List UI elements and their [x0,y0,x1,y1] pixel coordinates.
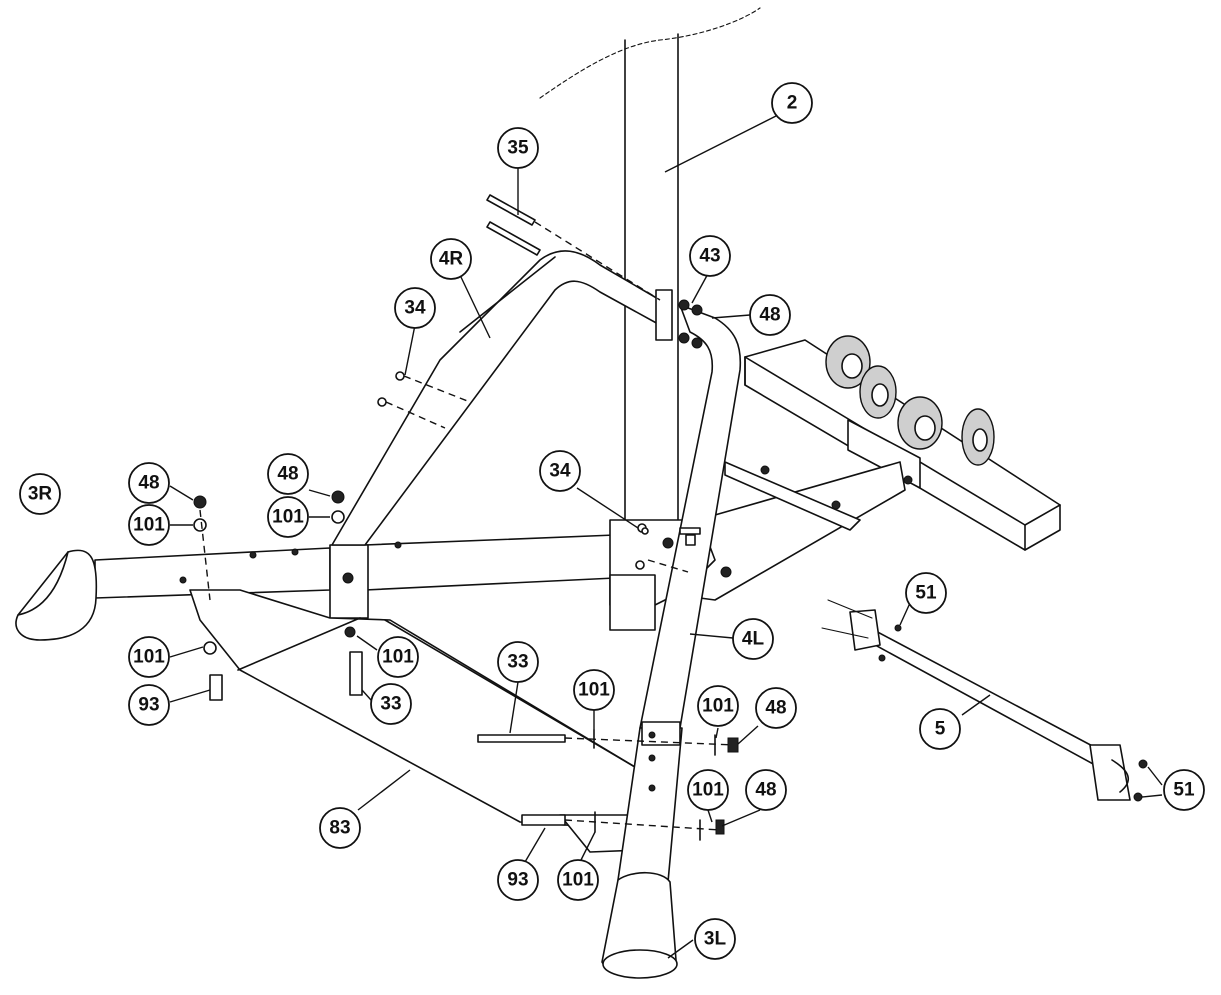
callout-101-front-c: 101 [687,769,729,811]
foot-cap-left [601,871,678,979]
callout-label: 48 [138,473,159,494]
frame-4l [617,304,742,883]
callout-label: 48 [755,780,776,801]
callout-label: 48 [765,698,786,719]
callout-label: 3R [28,484,53,505]
bolt-33-front [477,729,739,756]
callout-93-left: 93 [128,684,170,726]
callout-83: 83 [319,807,361,849]
bolt-35-lower [486,221,541,256]
callout-label: 51 [1173,780,1195,801]
callout-label: 33 [507,652,528,673]
bolt-34-center [641,527,689,573]
callout-label: 34 [404,298,426,319]
callout-101-front-b: 101 [697,685,739,727]
callout-34-center: 34 [539,450,581,492]
callout-4r: 4R [430,238,472,280]
callout-48-front-b: 48 [745,769,787,811]
callout-48-mid: 48 [267,453,309,495]
callout-label: 93 [138,695,159,716]
callout-label: 3L [704,929,727,950]
handle-bar-5 [821,599,1148,802]
callout-51-bottom: 51 [1163,769,1205,811]
post-bracket [655,289,703,349]
callout-48-left: 48 [128,462,170,504]
callout-label: 101 [562,870,594,891]
callout-101-left: 101 [128,504,170,546]
callout-label: 33 [380,694,401,715]
callout-51-top: 51 [905,572,947,614]
callout-label: 101 [692,780,724,801]
callout-label: 48 [759,305,780,326]
callout-5: 5 [919,708,961,750]
callout-label: 101 [382,647,414,668]
nut-48-left [193,495,211,601]
callout-label: 101 [272,507,304,528]
callout-label: 101 [133,515,165,536]
callout-43: 43 [689,235,731,277]
callout-3r: 3R [19,473,61,515]
leader-lines [169,114,1163,959]
callout-label: 83 [329,818,350,839]
callout-48-top: 48 [749,294,791,336]
callout-label: 35 [507,138,529,159]
pulley-set [825,335,995,489]
callout-label: 48 [277,464,298,485]
callout-34-left: 34 [394,287,436,329]
base-frame [94,461,906,619]
callout-4l: 4L [732,618,774,660]
bolt-34-left [377,371,471,429]
callout-101-mid: 101 [267,496,309,538]
upright-post [539,7,761,606]
callout-label: 93 [507,870,528,891]
bolt-101-4l [679,527,701,546]
callout-label: 4L [742,629,765,650]
callout-label: 4R [439,249,464,270]
callout-101-front-a: 101 [573,669,615,711]
callout-label: 34 [549,461,571,482]
callout-label: 101 [702,696,734,717]
callout-label: 101 [133,647,165,668]
callout-33-left: 33 [370,683,412,725]
callout-label: 5 [935,719,946,740]
callout-35: 35 [497,127,539,169]
callout-101-center: 101 [377,636,419,678]
callout-93-front: 93 [497,859,539,901]
callout-101-lower-left: 101 [128,636,170,678]
callout-101-bottom: 101 [557,859,599,901]
bolt-35-upper [486,194,661,301]
callout-3l: 3L [694,918,736,960]
callout-label: 43 [699,246,720,267]
bolt-93-left [203,641,223,701]
callout-48-front-a: 48 [755,687,797,729]
callout-33-front: 33 [497,641,539,683]
callout-2: 2 [771,82,813,124]
bolt-33-left [344,626,363,696]
foot-cap-right [15,549,98,641]
callout-label: 101 [578,680,610,701]
callout-label: 51 [915,583,937,604]
bolt-93-front [521,811,725,841]
nut-48-mid [331,490,345,524]
callout-label: 2 [787,93,798,114]
front-leg-plate [189,589,641,853]
